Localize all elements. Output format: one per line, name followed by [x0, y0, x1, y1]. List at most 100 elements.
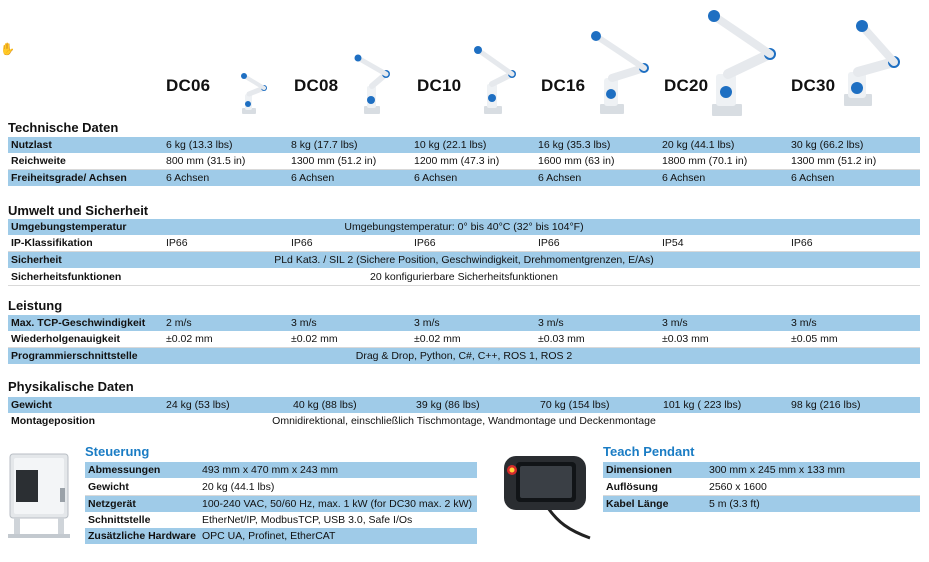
cell-value: 3 m/s: [291, 317, 317, 329]
table-row: Dimensionen 300 mm x 245 mm x 133 mm: [603, 462, 920, 478]
controller-cabinet-image: [8, 453, 70, 538]
cell-value: ±0.02 mm: [414, 333, 461, 345]
table-row: Wiederholgenauigkeit ±0.02 mm ±0.02 mm ±…: [8, 331, 920, 348]
table-row: Reichweite 800 mm (31.5 in) 1300 mm (51.…: [8, 153, 920, 170]
table-row: Kabel Länge 5 m (3.3 ft): [603, 496, 920, 512]
cell-value: 3 m/s: [791, 317, 817, 329]
cell-value: 24 kg (53 lbs): [166, 399, 230, 411]
robot-arm-dc20-image: [708, 10, 776, 116]
cell-value: 1600 mm (63 in): [538, 155, 615, 167]
row-label: Sicherheitsfunktionen: [11, 271, 122, 283]
robot-arm-dc10-image: [474, 46, 516, 114]
cell-value: ±0.02 mm: [291, 333, 338, 345]
cell-value: 1200 mm (47.3 in): [414, 155, 500, 167]
section-title-performance: Leistung: [8, 298, 63, 313]
cell-value: 493 mm x 470 mm x 243 mm: [202, 464, 338, 476]
cell-value: 800 mm (31.5 in): [166, 155, 246, 167]
table-row: Gewicht 24 kg (53 lbs) 40 kg (88 lbs) 39…: [8, 397, 920, 413]
robot-arm-dc08-image: [354, 54, 390, 114]
row-label: IP-Klassifikation: [11, 237, 93, 249]
robot-arm-dc06-image: [241, 73, 267, 114]
row-label: Nutzlast: [11, 139, 52, 151]
cell-value: IP54: [662, 237, 684, 249]
cell-value: 16 kg (35.3 lbs): [538, 139, 611, 151]
cell-value: 1300 mm (51.2 in): [291, 155, 377, 167]
row-label: Abmessungen: [88, 464, 161, 476]
row-label: Kabel Länge: [606, 498, 669, 510]
table-row: Nutzlast 6 kg (13.3 lbs) 8 kg (17.7 lbs)…: [8, 137, 920, 153]
table-row: Freiheitsgrade/ Achsen 6 Achsen 6 Achsen…: [8, 170, 920, 186]
table-row: Abmessungen 493 mm x 470 mm x 243 mm: [85, 462, 477, 478]
row-label: Sicherheit: [11, 254, 62, 266]
cell-value: Umgebungstemperatur: 0° bis 40°C (32° bi…: [344, 221, 584, 233]
cell-value: 20 konfigurierbare Sicherheitsfunktionen: [370, 271, 558, 283]
row-label: Zusätzliche Hardware: [88, 530, 196, 542]
model-heading-dc10: DC10: [417, 76, 462, 95]
cell-value: Drag & Drop, Python, C#, C++, ROS 1, ROS…: [355, 350, 573, 362]
section-title-physical: Physikalische Daten: [8, 379, 134, 394]
cell-value: IP66: [291, 237, 313, 249]
cell-value: 3 m/s: [538, 317, 564, 329]
row-label: Gewicht: [88, 481, 129, 493]
cell-value: ±0.03 mm: [662, 333, 709, 345]
cell-value: IP66: [414, 237, 436, 249]
cell-value: ±0.03 mm: [538, 333, 585, 345]
cell-value: 40 kg (88 lbs): [293, 399, 357, 411]
row-label: Dimensionen: [606, 464, 672, 476]
table-row: Netzgerät 100-240 VAC, 50/60 Hz, max. 1 …: [85, 496, 477, 512]
cell-value: 6 Achsen: [414, 172, 458, 184]
robot-arm-dc16-image: [591, 31, 649, 114]
cell-value: IP66: [538, 237, 560, 249]
cell-value: 100-240 VAC, 50/60 Hz, max. 1 kW (for DC…: [202, 498, 472, 510]
cell-value: Omnidirektional, einschließlich Tischmon…: [272, 415, 656, 427]
model-heading-dc08: DC08: [294, 76, 339, 95]
cell-value: 20 kg (44.1 lbs): [202, 481, 275, 493]
row-label: Umgebungstemperatur: [11, 221, 127, 233]
row-label: Reichweite: [11, 155, 66, 167]
cell-value: 6 Achsen: [291, 172, 335, 184]
table-row: Auflösung 2560 x 1600: [603, 479, 920, 496]
row-label: Montageposition: [11, 415, 95, 427]
cell-value: 30 kg (66.2 lbs): [791, 139, 864, 151]
robot-arm-dc30-image: [844, 20, 900, 106]
cell-value: IP66: [791, 237, 813, 249]
cell-value: 70 kg (154 lbs): [540, 399, 610, 411]
table-row: Zusätzliche Hardware OPC UA, Profinet, E…: [85, 528, 477, 544]
cell-value: 300 mm x 245 mm x 133 mm: [709, 464, 845, 476]
row-label: Gewicht: [11, 399, 52, 411]
controller-title: Steuerung: [85, 444, 150, 459]
table-row: Max. TCP-Geschwindigkeit 2 m/s 3 m/s 3 m…: [8, 315, 920, 331]
cell-value: 5 m (3.3 ft): [709, 498, 760, 510]
hand-cursor-icon: ✋: [0, 42, 15, 56]
table-row: Sicherheitsfunktionen 20 konfigurierbare…: [8, 269, 920, 286]
model-heading-dc20: DC20: [664, 76, 709, 95]
cell-value: OPC UA, Profinet, EtherCAT: [202, 530, 336, 542]
row-label: Auflösung: [606, 481, 658, 493]
model-heading-dc30: DC30: [791, 76, 836, 95]
row-label: Programmierschnittstelle: [11, 350, 138, 362]
cell-value: 2560 x 1600: [709, 481, 767, 493]
cell-value: 1800 mm (70.1 in): [662, 155, 748, 167]
row-label: Netzgerät: [88, 498, 136, 510]
cell-value: 8 kg (17.7 lbs): [291, 139, 358, 151]
row-label: Schnittstelle: [88, 514, 151, 526]
cell-value: ±0.02 mm: [166, 333, 213, 345]
cell-value: 3 m/s: [414, 317, 440, 329]
cell-value: 98 kg (216 lbs): [791, 399, 861, 411]
table-row: Gewicht 20 kg (44.1 lbs): [85, 479, 477, 496]
cell-value: PLd Kat3. / SIL 2 (Sichere Position, Ges…: [274, 254, 654, 266]
cell-value: 3 m/s: [662, 317, 688, 329]
table-row: Sicherheit PLd Kat3. / SIL 2 (Sichere Po…: [8, 252, 920, 268]
model-heading-dc16: DC16: [541, 76, 586, 95]
table-row: Programmierschnittstelle Drag & Drop, Py…: [8, 348, 920, 364]
pendant-title: Teach Pendant: [603, 444, 695, 459]
table-row: Schnittstelle EtherNet/IP, ModbusTCP, US…: [85, 512, 477, 529]
cell-value: IP66: [166, 237, 188, 249]
cell-value: 101 kg ( 223 lbs): [663, 399, 742, 411]
row-label: Wiederholgenauigkeit: [11, 333, 121, 345]
cell-value: 1300 mm (51.2 in): [791, 155, 877, 167]
row-label: Freiheitsgrade/ Achsen: [11, 172, 127, 184]
teach-pendant-image: [504, 456, 591, 540]
cell-value: 6 Achsen: [791, 172, 835, 184]
table-row: Umgebungstemperatur Umgebungstemperatur:…: [8, 219, 920, 235]
